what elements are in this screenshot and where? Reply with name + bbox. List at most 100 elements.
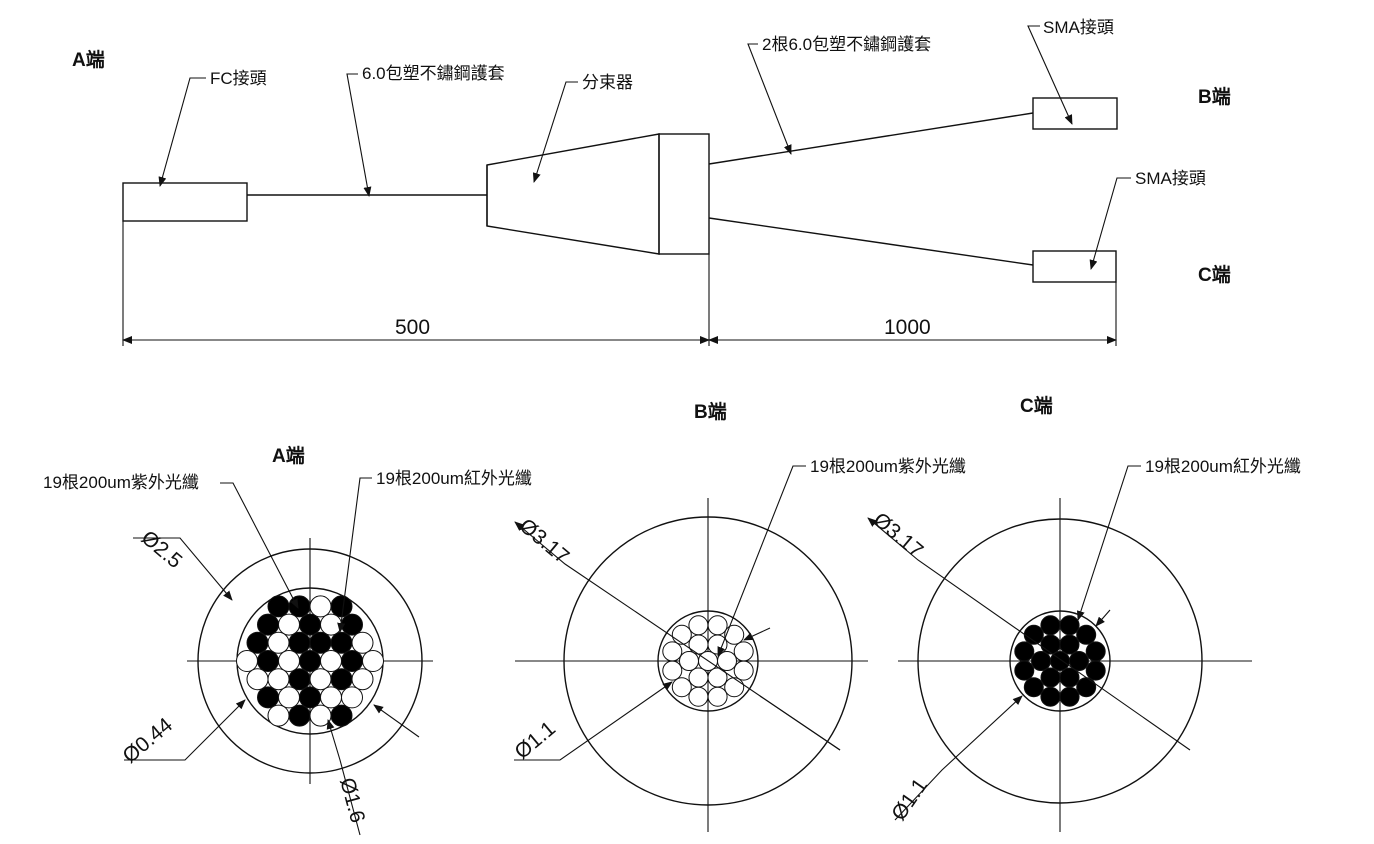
fiber — [341, 650, 363, 672]
branch-cable-b — [708, 112, 1034, 165]
fiber — [1040, 686, 1061, 707]
fiber — [341, 613, 363, 636]
fc-leader — [158, 77, 206, 187]
dia-bundle-label-a: Ø1.6 — [335, 775, 369, 825]
section-a-fiber-array — [236, 595, 384, 727]
fiber — [717, 651, 737, 671]
splitter-body — [486, 133, 710, 255]
fiber — [288, 704, 311, 727]
fiber — [707, 686, 728, 707]
fiber — [688, 667, 709, 688]
fiber — [278, 686, 300, 709]
fiber — [1059, 686, 1080, 707]
section-b: B端 19根200um紫外光纖 Ø3.17 Ø1.1 — [510, 400, 966, 832]
sma-connector-b — [1032, 97, 1118, 130]
fiber — [278, 613, 300, 636]
dia-bundle-leader-a — [326, 719, 361, 836]
fiber — [309, 631, 332, 654]
fiber — [707, 667, 728, 688]
fiber — [330, 631, 353, 654]
fc-connector-label: FC接頭 — [210, 69, 267, 88]
fiber — [267, 631, 290, 654]
fiber — [1085, 660, 1106, 681]
fc-connector — [122, 182, 248, 222]
fiber — [362, 650, 384, 672]
fiber — [1031, 651, 1051, 671]
fiber — [299, 686, 321, 709]
fiber — [707, 615, 728, 636]
jacket-branch-leader — [747, 43, 792, 155]
jacket-branch-label: 2根6.0包塑不鏽鋼護套 — [762, 35, 931, 54]
fiber — [671, 677, 692, 698]
fiber — [257, 686, 279, 709]
fiber — [1059, 615, 1080, 636]
fiber — [288, 668, 311, 691]
fiber — [288, 631, 311, 654]
branch-cable-c — [708, 217, 1034, 266]
fiber — [688, 615, 709, 636]
fiber — [1040, 667, 1061, 688]
fiber — [1059, 634, 1080, 655]
fiber — [267, 595, 290, 618]
sma-b-leader — [1027, 25, 1073, 125]
fiber — [724, 677, 745, 698]
fiber — [257, 650, 279, 672]
section-c-fiber-array — [1014, 615, 1106, 707]
jacket-main-leader — [346, 73, 372, 197]
fiber — [330, 704, 353, 727]
sma-c-leader — [1089, 177, 1131, 270]
fiber — [1040, 634, 1061, 655]
fiber — [267, 704, 290, 727]
fiber — [724, 624, 745, 645]
fiber — [236, 650, 258, 672]
dia-outer-label-b: Ø3.17 — [515, 514, 574, 568]
fiber — [688, 686, 709, 707]
fiber — [257, 613, 279, 636]
fiber — [278, 650, 300, 672]
fiber — [309, 668, 332, 691]
fiber — [351, 668, 374, 691]
dia-bundle-leader-c — [894, 695, 1023, 821]
section-a: A端 19根200um紫外光纖 19根200um紅外光纖 Ø2.5 Ø0.44 … — [43, 444, 532, 836]
fiber — [671, 624, 692, 645]
dia-bundle-leader-b — [514, 681, 673, 761]
fiber — [330, 595, 353, 618]
section-c-title: C端 — [1020, 394, 1053, 417]
end-b-label: B端 — [1198, 85, 1231, 108]
dimension-lines — [122, 221, 1117, 346]
dim-main-length: 500 — [395, 316, 430, 339]
fiber-leader-c — [1076, 465, 1141, 621]
ir-fiber-leader — [337, 477, 372, 633]
fiber — [320, 650, 342, 672]
fiber — [733, 641, 754, 662]
fiber — [1023, 677, 1044, 698]
section-a-title: A端 — [272, 444, 305, 467]
fiber — [309, 595, 332, 618]
fiber — [320, 686, 342, 709]
dia-bundle-label-b: Ø1.1 — [510, 717, 560, 764]
fiber — [1076, 624, 1097, 645]
dia-bundle-label-c: Ø1.1 — [887, 774, 932, 824]
fiber — [299, 613, 321, 636]
uv-fiber-leader — [220, 482, 299, 609]
fiber — [1014, 641, 1035, 662]
jacket-main-label: 6.0包塑不鏽鋼護套 — [362, 64, 505, 83]
section-b-title: B端 — [694, 400, 727, 423]
sma-connector-c — [1032, 250, 1117, 283]
fiber — [662, 641, 683, 662]
fiber — [679, 651, 699, 671]
fiber — [320, 613, 342, 636]
assembly-view: A端 B端 C端 FC接頭 6.0包塑不鏽鋼護套 分束器 2根6.0包塑不鏽鋼護… — [72, 18, 1231, 346]
fiber — [330, 668, 353, 691]
ir-fiber-label-a: 19根200um紅外光纖 — [376, 469, 532, 488]
fiber — [707, 634, 728, 655]
fiber — [733, 660, 754, 681]
dia-outer-label-c: Ø3.17 — [869, 508, 928, 562]
splitter-label: 分束器 — [582, 73, 633, 92]
fiber-label-c: 19根200um紅外光纖 — [1145, 457, 1301, 476]
dim-branch-length: 1000 — [884, 316, 931, 339]
end-a-label: A端 — [72, 48, 105, 71]
end-c-label: C端 — [1198, 263, 1231, 286]
dia-outer-leader-c — [867, 517, 1191, 751]
